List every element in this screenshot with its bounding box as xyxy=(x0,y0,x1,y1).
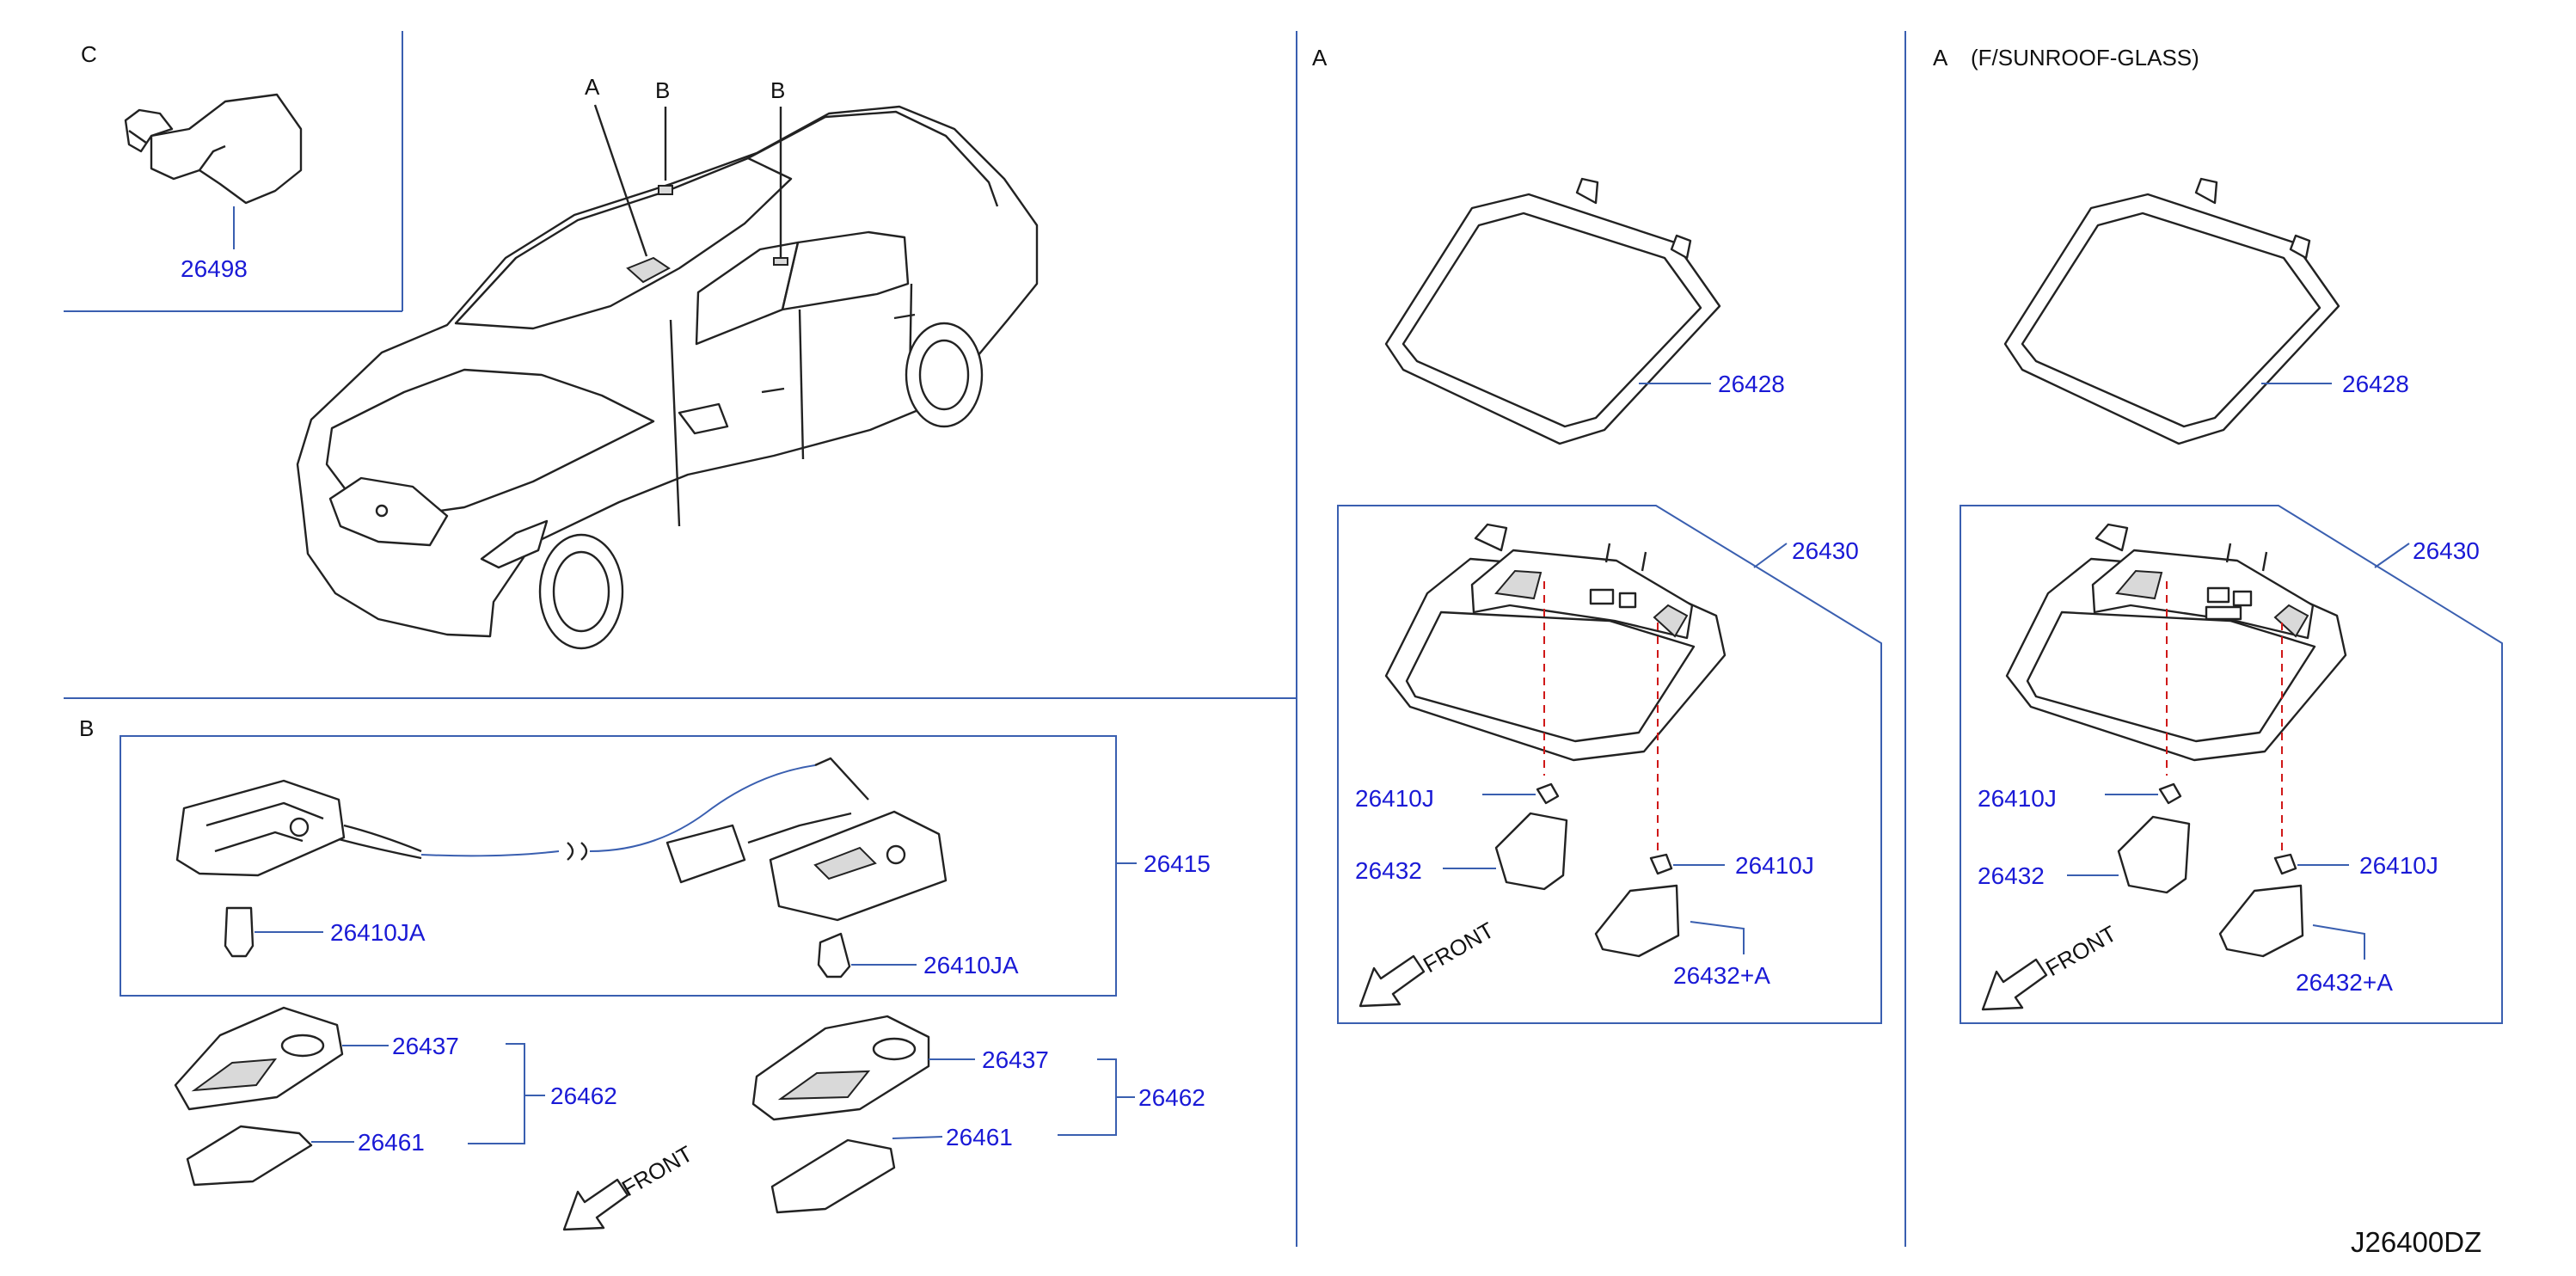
section-b: B 26410JA 26410JA 264 xyxy=(79,715,1211,1231)
mirror-part-number: 26498 xyxy=(181,255,248,282)
b-front-arrow: FRONT xyxy=(562,1140,697,1231)
a1-lens-left-drawing xyxy=(1494,812,1568,891)
a2-console-drawing xyxy=(2005,523,2347,762)
b-bulb-right-number: 26410JA xyxy=(923,952,1019,978)
car-callout-b1: B xyxy=(655,77,670,103)
b-right-lens-number: 26461 xyxy=(946,1124,1013,1150)
a1-console-number: 26430 xyxy=(1792,537,1859,564)
b-left-housing-drawing xyxy=(174,1006,344,1111)
b-left-housing-number: 26437 xyxy=(392,1033,459,1059)
section-a2-letter: A xyxy=(1933,45,1948,71)
a2-lens-left-drawing xyxy=(2117,815,2191,894)
a1-console-drawing xyxy=(1384,523,1727,762)
b-left-lens-drawing xyxy=(186,1125,313,1187)
car-callout-b2: B xyxy=(770,77,785,103)
car-callout-a: A xyxy=(585,74,600,100)
a1-front-label: FRONT xyxy=(1419,917,1499,978)
a2-front-arrow: FRONT xyxy=(1981,920,2121,1011)
a2-front-label: FRONT xyxy=(2041,920,2121,981)
b-left-lamp-drawing xyxy=(175,779,422,877)
b-right-bulb-drawing xyxy=(817,932,851,978)
a2-bulb-right-drawing xyxy=(2273,853,2297,875)
a2-lens-left-number: 26432 xyxy=(1978,862,2045,889)
section-a-letter: A xyxy=(1312,45,1328,71)
a2-bulb-right-number: 26410J xyxy=(2359,852,2438,879)
a1-frame-number: 26428 xyxy=(1718,371,1785,397)
b-front-label: FRONT xyxy=(617,1140,697,1201)
a1-lens-right-number: 26432+A xyxy=(1673,962,1770,989)
a1-lens-right-drawing xyxy=(1594,884,1680,958)
a2-frame-drawing xyxy=(2003,177,2340,445)
b-right-kit-number: 26462 xyxy=(1138,1084,1205,1111)
a2-bulb-left-drawing xyxy=(2158,782,2182,805)
a2-console-number: 26430 xyxy=(2413,537,2480,564)
b-left-kit-number: 26462 xyxy=(550,1083,617,1109)
section-c-letter: C xyxy=(81,41,97,67)
a2-frame-number: 26428 xyxy=(2342,371,2409,397)
a1-bulb-left-number: 26410J xyxy=(1355,785,1434,812)
a1-bulb-right-drawing xyxy=(1649,853,1673,875)
a1-lens-left-number: 26432 xyxy=(1355,857,1422,884)
b-left-bulb-drawing xyxy=(224,906,255,958)
b-right-housing-number: 26437 xyxy=(982,1046,1049,1073)
diagram-code: J26400DZ xyxy=(2351,1226,2481,1258)
section-dividers xyxy=(64,31,1906,1247)
mirror-part-drawing xyxy=(124,93,303,205)
car-drawing xyxy=(296,105,1039,650)
car-overview: A B B xyxy=(296,74,1039,650)
section-c: C 26498 xyxy=(81,41,303,282)
a2-bulb-left-number: 26410J xyxy=(1978,785,2057,812)
a1-front-arrow: FRONT xyxy=(1359,917,1499,1008)
b-right-housing-drawing xyxy=(751,1015,930,1121)
a2-lens-right-drawing xyxy=(2218,884,2304,958)
section-a2-title: (F/SUNROOF-GLASS) xyxy=(1971,45,2199,71)
section-a-sunroof: A (F/SUNROOF-GLASS) 26428 26430 xyxy=(1933,45,2503,1024)
b-left-lens-number: 26461 xyxy=(358,1129,425,1156)
section-b-letter: B xyxy=(79,715,94,741)
b-assembly-number: 26415 xyxy=(1144,850,1211,877)
a1-bulb-right-number: 26410J xyxy=(1735,852,1814,879)
b-right-lens-drawing xyxy=(770,1138,896,1214)
a2-lens-right-number: 26432+A xyxy=(2296,969,2393,996)
b-bulb-left-number: 26410JA xyxy=(330,919,426,946)
a1-bulb-left-drawing xyxy=(1536,782,1560,805)
section-a-standard: A 26428 26430 xyxy=(1312,45,1882,1024)
a1-frame-drawing xyxy=(1384,177,1721,445)
b-right-lamp-drawing xyxy=(665,810,948,922)
